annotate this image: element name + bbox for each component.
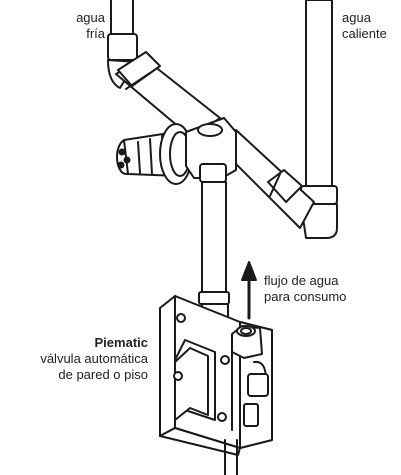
cold-water-label-line2: fría [86,26,105,41]
piematic-valve-box [159,295,273,456]
product-name: Piematic [94,335,148,350]
shutoff-valve [116,123,193,185]
hot-water-label-line2: caliente [342,26,387,41]
diagonal-pipe-cold [115,51,221,139]
product-label: Piematic válvula automática de pared o p… [0,335,148,383]
product-desc-line1: válvula automática [40,351,148,366]
outlet-fitting [231,325,263,359]
flow-label-line2: para consumo [264,289,347,304]
outlet-pipe [224,439,238,475]
cold-water-label: agua fría [20,10,105,42]
cold-water-label-line1: agua [76,10,105,25]
product-desc-line2: de pared o piso [58,367,148,382]
hot-water-label-line1: agua [342,10,371,25]
flow-label-line1: flujo de agua [264,273,339,288]
flow-arrow [241,261,257,320]
flow-label: flujo de agua para consumo [264,273,400,305]
hot-water-label: agua caliente [342,10,400,42]
